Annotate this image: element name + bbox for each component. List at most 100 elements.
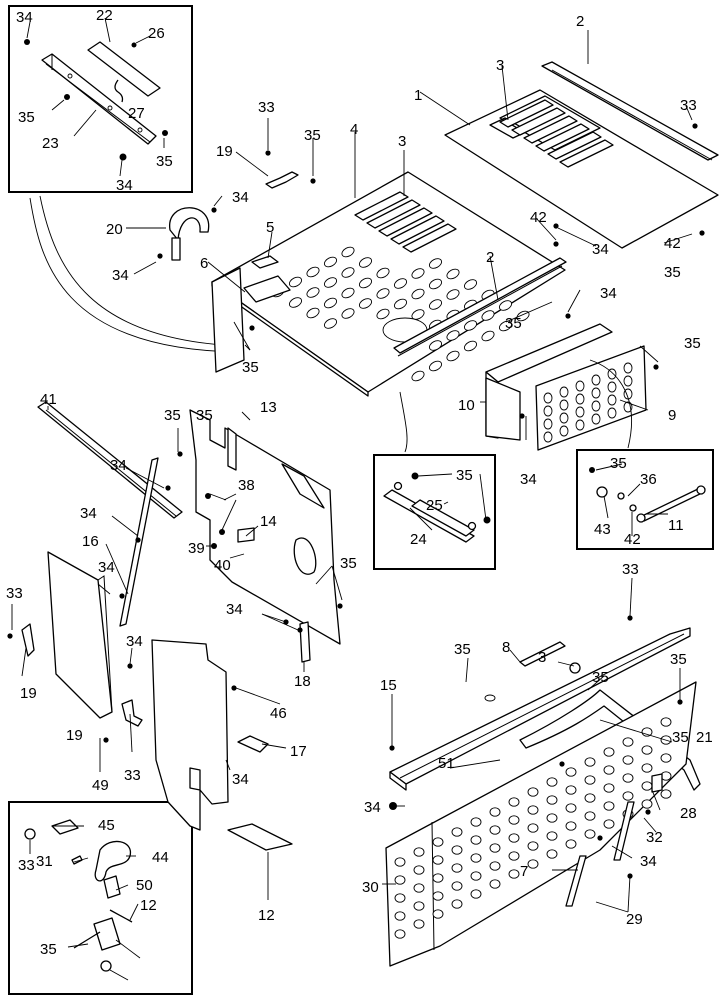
vent-hole [508,815,520,825]
callout-4: 4 [350,121,358,138]
callout-35: 35 [610,455,627,472]
fastener [103,737,109,743]
callout-35: 35 [242,359,259,376]
callout-49: 49 [92,777,109,794]
vent-hole [565,803,577,813]
callout-46: 46 [270,705,287,722]
part-20-handle [169,207,210,241]
callout-34: 34 [600,285,617,302]
vent-hole [489,807,501,817]
part-19-bracket [21,623,35,657]
vent-hole [470,889,482,899]
vent-hole [603,765,615,775]
leader-line [409,507,433,531]
callout-43: 43 [594,521,611,538]
callout-34: 34 [520,471,537,488]
vent-hole [584,757,596,767]
vent-hole [413,865,425,875]
leader-line [619,399,649,411]
part-19-bracket [265,171,299,189]
leader-line [611,845,633,859]
vent-hole [546,777,558,787]
fastener [127,663,133,669]
vent-hole [543,418,553,430]
leader-line [111,515,139,537]
callout-11: 11 [668,517,684,534]
leader-line [213,195,223,207]
leader-line [229,553,245,559]
callout-35: 35 [670,651,687,668]
callout-44: 44 [152,849,169,866]
beam-latch [569,662,581,674]
callout-21: 21 [696,729,713,746]
part-26-pin [131,42,137,48]
leader-line [489,255,499,301]
fastener [553,241,559,247]
fastener [699,230,705,236]
leader-line [627,483,641,497]
part-45-nut [24,828,36,840]
part-36-nut [617,492,625,500]
leader-line [567,289,581,313]
callout-24: 24 [410,531,427,548]
reference-curve [29,197,241,353]
fastener-35 [483,516,491,524]
fastener [597,835,603,841]
vent-hole [607,368,617,380]
vent-hole [413,901,425,911]
vent-hole [575,380,585,392]
callout-15: 15 [380,677,397,694]
part-42-washer [629,504,637,512]
vent-hole [546,849,558,859]
vent-hole [565,767,577,777]
leader-line [129,903,139,921]
callout-34: 34 [226,601,243,618]
vent-hole [575,406,585,418]
vent-hole [323,297,338,309]
vent-hole [446,289,460,300]
callout-42: 42 [624,531,641,548]
part-15-side-plate [47,551,113,719]
part-12-strap [613,801,635,861]
vent-hole [559,386,569,398]
reference-curve [589,359,632,449]
part-5-label [251,255,279,269]
vent-hole [622,791,634,801]
inset-box-gas-strut [373,454,496,570]
part-25-ball-stud [393,481,403,491]
callout-34: 34 [364,799,381,816]
vent-hole [527,823,539,833]
callout-34: 34 [16,9,33,26]
callout-20: 20 [106,221,123,238]
callout-35: 35 [684,335,701,352]
part-8-beam [389,627,691,791]
part-33-bolt [103,875,121,899]
vent-hole [527,787,539,797]
leader-line [73,857,89,863]
callout-33: 33 [680,97,697,114]
vent-hole [641,799,653,809]
leader-line [221,499,237,531]
part-51-clip [651,773,663,793]
part-3-slots-hood [354,191,457,253]
leader-line [207,261,246,293]
callout-27: 27 [128,105,145,122]
vent-hole [607,394,617,406]
vent-hole [489,843,501,853]
callout-6: 6 [200,255,208,272]
leader-line [235,687,281,705]
part-3-slots-upper [499,99,614,168]
callout-19: 19 [216,143,233,160]
fastener [627,615,633,621]
vent-hole [470,871,482,881]
callout-3: 3 [538,649,546,666]
vent-hole [498,300,513,311]
callout-40: 40 [214,557,231,574]
callout-5: 5 [266,219,274,236]
leader-line [479,473,487,521]
inset-box-latch [8,801,193,995]
callout-23: 23 [42,135,59,152]
vent-hole [527,859,539,869]
vent-hole [591,374,601,386]
part-9-perforated-plate [535,345,647,451]
